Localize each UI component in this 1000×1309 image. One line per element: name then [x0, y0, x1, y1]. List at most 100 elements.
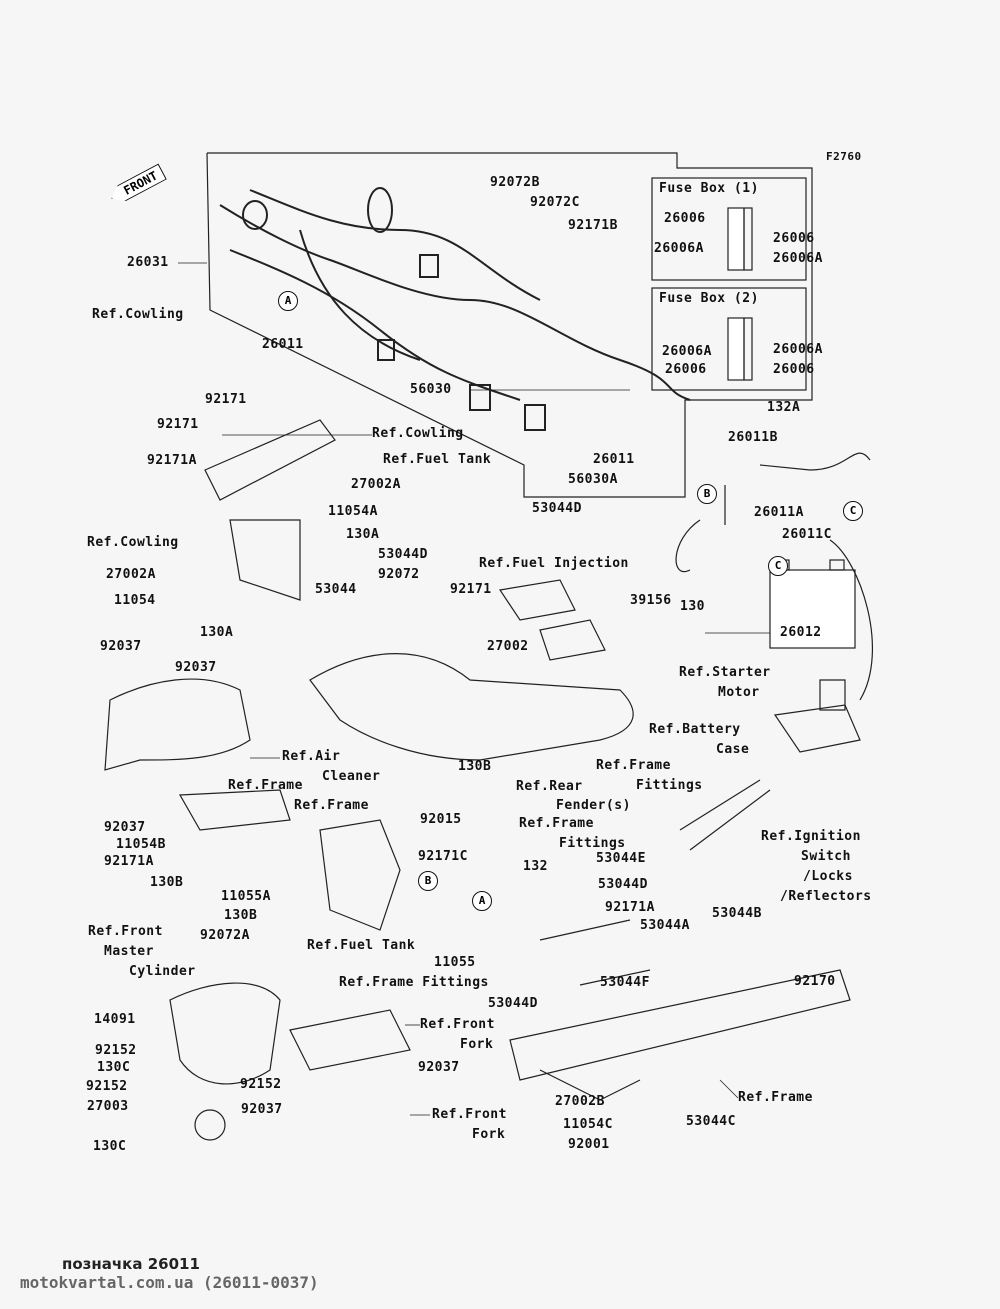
part-number-label: 26011 [593, 452, 635, 467]
frame-bracket-center [319, 819, 401, 931]
steering-stem [289, 1009, 411, 1071]
harness-group-outline [206, 152, 813, 498]
part-number-label: 132 [523, 859, 548, 874]
part-number-label: 26011A [754, 505, 804, 520]
part-number-label: 53044F [600, 975, 650, 990]
part-number-label: 130B [458, 759, 492, 774]
air-cleaner [104, 678, 251, 771]
fuse-box-1 [727, 207, 745, 271]
reference-label: Ref.Battery [649, 722, 741, 737]
part-number-label: 130A [346, 527, 380, 542]
part-number-label: 130B [150, 875, 184, 890]
part-number-label: Switch [801, 849, 851, 864]
part-number-label: 26006A [773, 342, 823, 357]
part-number-label: 92072A [200, 928, 250, 943]
part-number-label: /Reflectors [780, 889, 872, 904]
reference-label: Ref.Rear [516, 779, 583, 794]
reference-label: Ref.Frame [738, 1090, 813, 1105]
part-number-label: Fork [460, 1037, 494, 1052]
part-number-label: 130C [93, 1139, 127, 1154]
part-number-label: 92170 [794, 974, 836, 989]
battery-cable [675, 452, 874, 701]
part-number-label: 26012 [780, 625, 822, 640]
part-number-label: 92171 [450, 582, 492, 597]
part-number-label: 11054C [563, 1117, 613, 1132]
marker-b: B [697, 484, 717, 504]
part-number-label: 92037 [104, 820, 146, 835]
part-number-label: 92171A [104, 854, 154, 869]
part-number-label: 56030 [410, 382, 452, 397]
part-number-label: 26011C [782, 527, 832, 542]
part-number-label: 27002 [487, 639, 529, 654]
part-number-label: 26031 [127, 255, 169, 270]
marker-a: A [472, 891, 492, 911]
part-number-label: 11054A [328, 504, 378, 519]
part-number-label: 26006 [773, 362, 815, 377]
part-number-label: 92001 [568, 1137, 610, 1152]
part-number-label: 132A [767, 400, 801, 415]
meter-cover [169, 982, 281, 1085]
reference-label: Ref.Frame [228, 778, 303, 793]
frame-rail [539, 779, 771, 986]
part-number-label: 53044A [640, 918, 690, 933]
reference-label: Ref.Frame [519, 816, 594, 831]
part-number-label: Master [104, 944, 154, 959]
part-number-label: 39156 [630, 593, 672, 608]
part-number-label: 92072 [378, 567, 420, 582]
part-number-label: 26006A [654, 241, 704, 256]
part-number-label: 92171 [205, 392, 247, 407]
part-number-label: 53044 [315, 582, 357, 597]
part-number-label: Motor [718, 685, 760, 700]
reference-label: Ref.Front [420, 1017, 495, 1032]
part-number-label: 26006 [773, 231, 815, 246]
part-number-label: 92152 [86, 1079, 128, 1094]
part-number-label: Fittings [559, 836, 626, 851]
part-number-label: /Locks [803, 869, 853, 884]
part-number-label: 11054B [116, 837, 166, 852]
part-number-label: 92152 [95, 1043, 137, 1058]
part-number-label: Fittings [636, 778, 703, 793]
reference-label: Ref.Starter [679, 665, 771, 680]
part-number-label: 92171A [605, 900, 655, 915]
part-number-label: Fuse Box (1) [659, 181, 759, 196]
reference-label: Ref.Fuel Tank [307, 938, 416, 953]
diagram-code: F2760 [826, 150, 862, 163]
part-number-label: 26006A [773, 251, 823, 266]
part-number-label: 92171C [418, 849, 468, 864]
part-number-label: 53044D [598, 877, 648, 892]
reference-label: Ref.Frame Fittings [339, 975, 489, 990]
reference-label: Ref.Cowling [92, 307, 184, 322]
part-number-label: 53044D [532, 501, 582, 516]
part-number-label: 92037 [100, 639, 142, 654]
wire-harness [219, 187, 691, 431]
part-number-label: 27002A [351, 477, 401, 492]
part-number-label: Cylinder [129, 964, 196, 979]
part-number-label: 26011 [262, 337, 304, 352]
part-number-label: Fuse Box (2) [659, 291, 759, 306]
fuse-box-2-frame [651, 287, 807, 391]
reference-label: Ref.Fuel Tank [383, 452, 492, 467]
part-number-label: 92037 [418, 1060, 460, 1075]
reference-label: Ref.Cowling [87, 535, 179, 550]
part-number-label: 26006A [662, 344, 712, 359]
part-number-label: 92072B [490, 175, 540, 190]
part-number-label: Fender(s) [556, 798, 631, 813]
part-number-label: Cleaner [322, 769, 381, 784]
part-number-label: Fork [472, 1127, 506, 1142]
part-number-label: 14091 [94, 1012, 136, 1027]
part-number-label: 130C [97, 1060, 131, 1075]
reference-label: Ref.Fuel Injection [479, 556, 629, 571]
part-number-label: 130A [200, 625, 234, 640]
reference-label: Ref.Cowling [372, 426, 464, 441]
part-number-label: 26006 [665, 362, 707, 377]
part-number-label: 11055 [434, 955, 476, 970]
ecu [498, 579, 606, 661]
part-number-label: 27003 [87, 1099, 129, 1114]
part-number-label: 53044E [596, 851, 646, 866]
part-number-label: 56030A [568, 472, 618, 487]
part-number-label: 11055A [221, 889, 271, 904]
part-number-label: 92171A [147, 453, 197, 468]
part-number-label: Case [716, 742, 750, 757]
footer-caption: позначка 26011 [62, 1255, 200, 1273]
starter-relay [819, 679, 846, 711]
